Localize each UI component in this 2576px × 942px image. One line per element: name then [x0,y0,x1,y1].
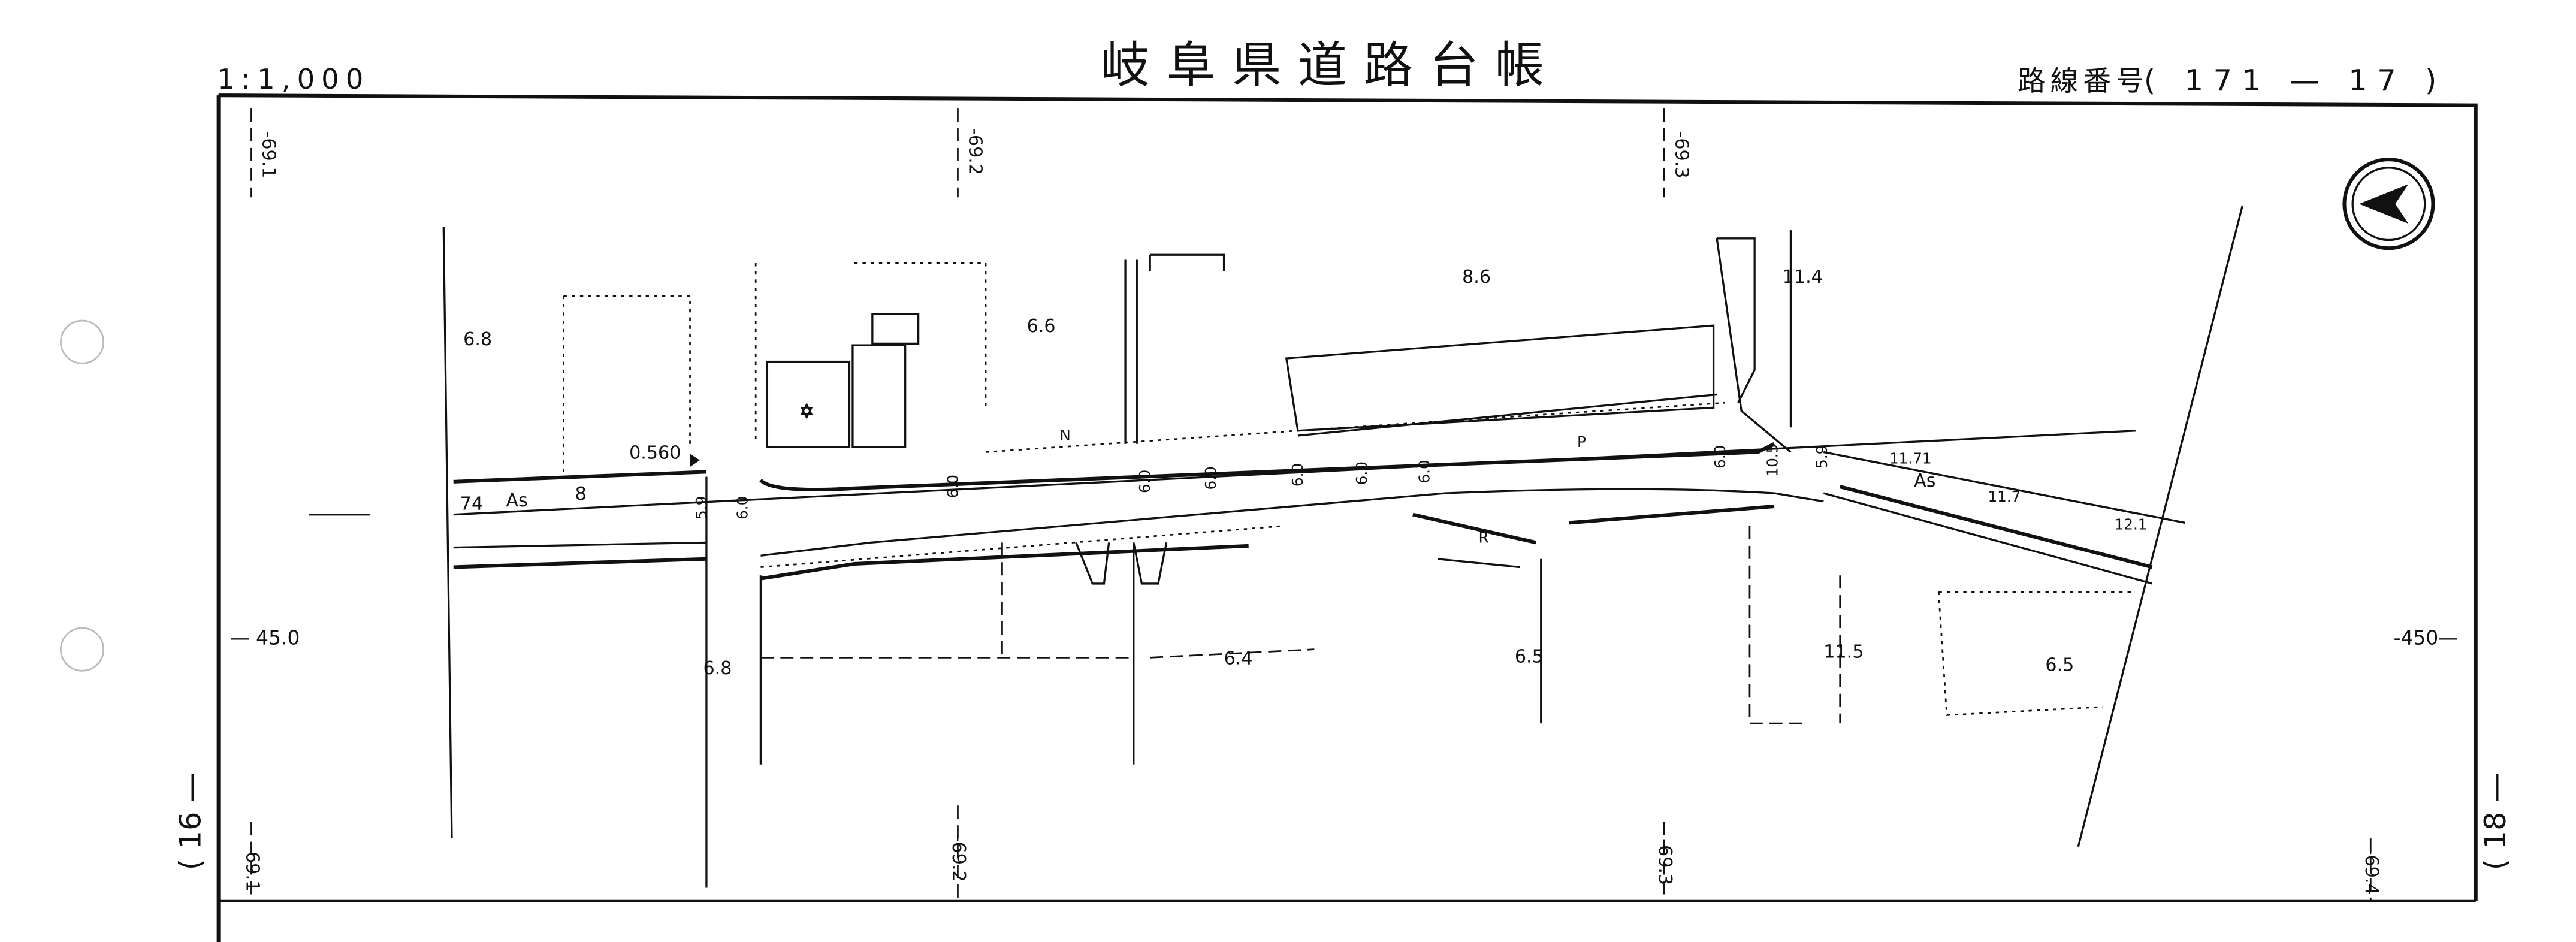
main-road [453,205,2244,847]
width-label: 6.0 [1353,461,1370,485]
north-arrow-icon [2342,158,2435,250]
elevation-label: 6.5 [1515,647,1544,668]
grid-label-left: — 45.0 [230,626,300,649]
width-label: 6.0 [733,496,751,520]
width-label: 6.0 [944,475,961,498]
grid-label-right: -450— [2394,626,2459,649]
width-label: 6.0 [1415,460,1433,483]
width-label: 5.9 [1813,445,1831,469]
binder-hole [60,627,105,672]
elevation-label: 12.1 [2115,515,2148,533]
elevation-label: 11.5 [1823,641,1864,662]
map-annotations: 6.8 6.6 8.6 11.4 0.560 74 As 8 6.0 6.0 6… [460,267,2148,679]
symbol-n: N [1059,427,1070,444]
grid-label-top: -69.3 [1671,131,1692,178]
elevation-label: 6.5 [2045,654,2074,675]
symbol-p: P [1577,433,1586,451]
grid-label-top: -69.2 [965,128,986,175]
width-label: 8 [575,484,587,505]
km-post-label: 0.560 [629,442,681,463]
elevation-label: 6.8 [463,329,492,350]
grid-label-bottom: -69.1 [241,845,262,892]
width-label: 5.9 [693,496,710,520]
map-frame [216,93,2478,942]
elevation-label: 11.4 [1783,267,1823,288]
building-marker-icon [800,402,813,419]
elevation-label: 6.6 [1027,316,1056,337]
previous-page-link[interactable]: ( 16 — [173,772,208,870]
next-page-link[interactable]: ( 18 — [2478,772,2512,870]
grid-label-bottom: -69.3 [1654,838,1675,885]
elevation-label: 11.7 [1988,488,2021,505]
symbol-r: R [1479,529,1489,546]
road-label: 74 [460,493,483,514]
width-label: 10.5 [1764,444,1781,477]
binder-hole [60,319,105,364]
grid-label-bottom: -69.2 [948,835,969,882]
grid-label-bottom: -69.4 [2361,849,2382,895]
width-label: 6.0 [1711,445,1729,469]
elevation-label: 11.71 [1889,450,1932,467]
route-label: 路線番号 [2018,65,2149,97]
grid-label-top: -69.1 [258,131,279,178]
scale-label: 1:1,000 [217,63,370,95]
surface-label: As [506,490,527,511]
width-label: 6.0 [1136,470,1153,493]
surface-label: As [1914,470,1935,491]
route-number: ( 171 — 17 ) [2144,63,2447,98]
width-label: 6.0 [1289,463,1306,487]
width-label: 6.0 [1202,466,1219,490]
page-title: 岐阜県道路台帳 [1101,37,1561,94]
elevation-label: 6.8 [703,658,732,679]
parcels [442,227,2136,888]
km-post-marker-icon [690,454,700,467]
elevation-label: 6.4 [1224,648,1253,669]
elevation-label: 8.6 [1462,267,1491,288]
